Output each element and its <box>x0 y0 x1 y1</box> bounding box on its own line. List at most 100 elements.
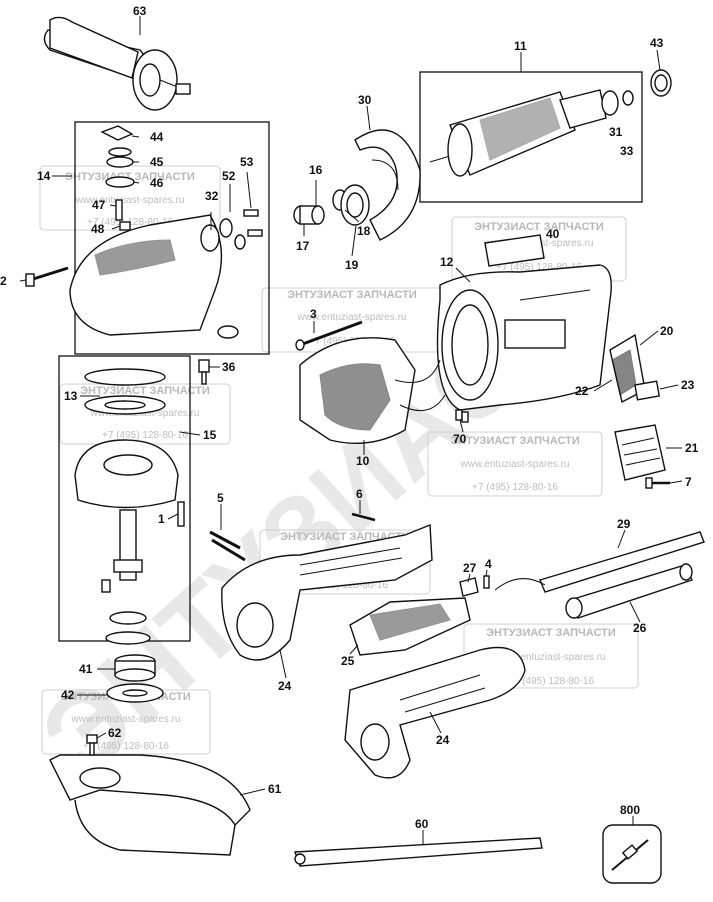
label-36: 36 <box>222 360 236 374</box>
label-40: 40 <box>546 227 560 241</box>
label-70: 70 <box>453 432 467 446</box>
watermark-title: ЭНТУЗИАСТ ЗАПЧАСТИ <box>486 627 616 639</box>
label-31: 31 <box>609 125 623 139</box>
part-40-label-plate <box>484 234 545 267</box>
label-21: 21 <box>685 441 699 455</box>
part-70-terminal <box>455 409 469 423</box>
watermark-site: www.entuziast-spares.ru <box>496 652 606 663</box>
part-42-nut <box>106 683 164 703</box>
watermark-title: ЭНТУЗИАСТ ЗАПЧАСТИ <box>287 289 417 301</box>
label-13: 13 <box>64 389 78 403</box>
watermark-title: ЭНТУЗИАСТ ЗАПЧАСТИ <box>474 221 604 233</box>
label-19: 19 <box>345 258 359 272</box>
label-17: 17 <box>296 239 310 253</box>
label-7: 7 <box>685 475 692 489</box>
label-14: 14 <box>37 169 51 183</box>
part-26-insert <box>565 563 693 619</box>
leader-lines <box>19 16 683 845</box>
watermark-title: ЭНТУЗИАСТ ЗАПЧАСТИ <box>450 435 580 447</box>
label-10: 10 <box>356 454 370 468</box>
label-32: 32 <box>205 189 219 203</box>
part-17-spindle-nut <box>293 205 325 225</box>
watermark-title: ЭНТУЗИАСТ ЗАПЧАСТИ <box>80 385 210 397</box>
label-46: 46 <box>150 176 164 190</box>
part-62-screw <box>86 734 98 756</box>
part-41-flange <box>114 654 156 682</box>
part-10-field-coil <box>299 337 446 445</box>
label-25: 25 <box>341 654 355 668</box>
label-30: 30 <box>358 93 372 107</box>
label-27: 27 <box>463 561 477 575</box>
part-25-switch-module <box>349 597 471 656</box>
part-36-screw <box>198 359 210 385</box>
part-43-bearing <box>650 69 672 97</box>
part-12-motor-housing <box>436 264 612 411</box>
label-42: 42 <box>61 688 75 702</box>
part-4-screw <box>483 575 490 589</box>
part-11-armature <box>419 71 643 203</box>
label-33: 33 <box>620 144 634 158</box>
label-12: 12 <box>440 255 454 269</box>
label-48: 48 <box>91 222 105 236</box>
label-26: 26 <box>633 621 647 635</box>
label-52: 52 <box>222 169 236 183</box>
label-61: 61 <box>268 782 282 796</box>
part-63-side-handle <box>43 16 191 111</box>
part-24-handle-half-top <box>221 523 433 661</box>
label-43: 43 <box>650 36 664 50</box>
part-23-brush <box>634 380 661 401</box>
label-45: 45 <box>150 155 164 169</box>
label-22: 22 <box>575 384 589 398</box>
label-4: 4 <box>485 557 492 571</box>
part-3-screws <box>295 320 363 351</box>
part-1-screw <box>177 501 185 527</box>
label-62: 62 <box>108 726 122 740</box>
part-24-handle-half-bottom <box>344 646 526 779</box>
label-44: 44 <box>150 130 164 144</box>
watermark-box-5: ЭНТУЗИАСТ ЗАПЧАСТИ www.entuziast-spares.… <box>427 431 603 497</box>
label-60: 60 <box>415 817 429 831</box>
part-30-baffle <box>354 129 421 241</box>
label-11: 11 <box>514 39 527 53</box>
watermark-site: www.entuziast-spares.ru <box>297 312 407 323</box>
label-15: 15 <box>203 428 217 442</box>
label-6: 6 <box>356 487 363 501</box>
label-47: 47 <box>92 198 106 212</box>
label-63: 63 <box>133 4 147 18</box>
label-16: 16 <box>309 163 323 177</box>
part-gear-head-group <box>69 121 270 355</box>
part-2-screw <box>25 266 69 287</box>
part-19-bearing <box>340 184 370 226</box>
part-29-rod <box>494 531 705 593</box>
watermark-site: www.entuziast-spares.ru <box>75 195 185 206</box>
watermark-phone: +7 (495) 128-80-16 <box>496 262 582 273</box>
label-20: 20 <box>660 324 674 338</box>
part-60-wrench <box>294 837 543 867</box>
label-5: 5 <box>217 491 224 505</box>
part-7-screw <box>645 477 670 489</box>
watermark-site: www.entuziast-spares.ru <box>460 459 570 470</box>
label-2: 2 <box>0 274 7 288</box>
watermark-title: ЭНТУЗИАСТ ЗАПЧАСТИ <box>65 171 195 183</box>
label-53: 53 <box>240 155 254 169</box>
label-24b: 24 <box>436 733 450 747</box>
label-29: 29 <box>617 517 631 531</box>
label-800: 800 <box>620 803 640 817</box>
label-3: 3 <box>310 307 317 321</box>
watermark-phone: +7 (495) 128-80-16 <box>472 482 558 493</box>
watermark-site: www.entuziast-spares.ru <box>71 714 181 725</box>
part-61-guard <box>49 754 251 856</box>
label-41: 41 <box>79 662 93 676</box>
label-1: 1 <box>158 512 165 526</box>
part-27-lever <box>459 577 479 597</box>
label-23: 23 <box>681 378 695 392</box>
label-24a: 24 <box>278 679 292 693</box>
part-gear-assembly-group <box>58 355 191 645</box>
label-18: 18 <box>357 224 371 238</box>
watermark-phone: +7 (495) 128-80-16 <box>508 676 594 687</box>
part-5-screws <box>209 530 246 562</box>
watermark-phone: +7 (495) 128-80-16 <box>102 430 188 441</box>
part-800-service-kit <box>602 824 662 884</box>
part-6-screw <box>351 512 376 522</box>
